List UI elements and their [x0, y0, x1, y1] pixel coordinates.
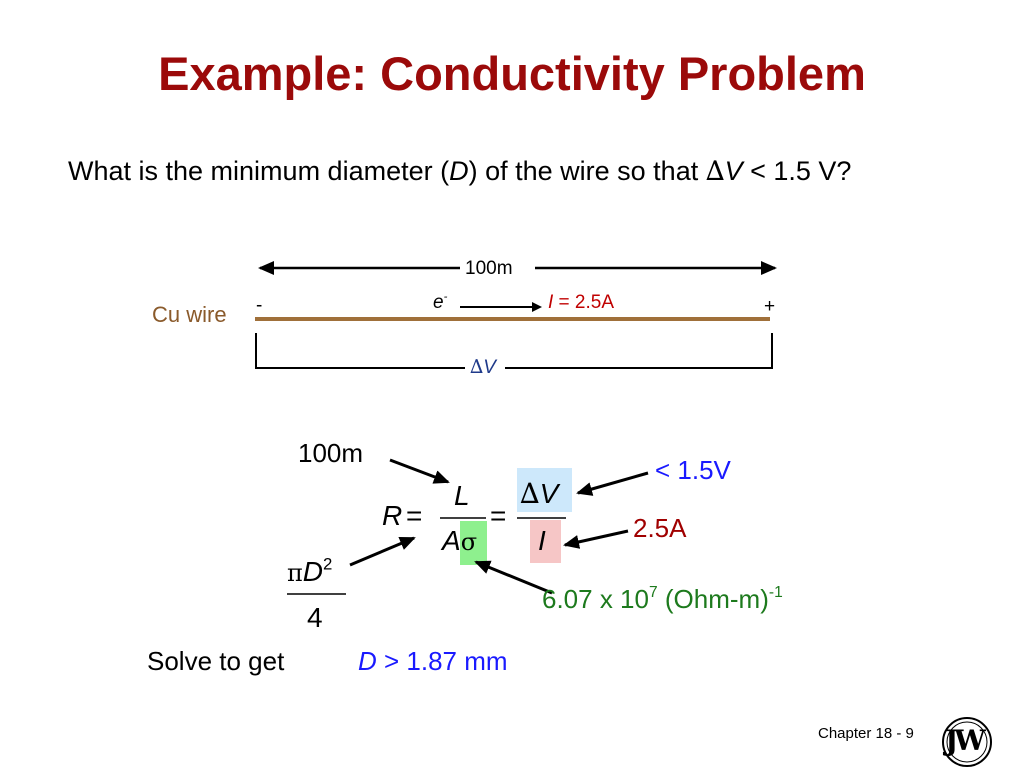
chapter-footer: Chapter 18 - 9: [818, 725, 914, 742]
formula-eq2: =: [490, 500, 507, 531]
arrow-dv: [576, 471, 649, 496]
question-delta: ∆: [705, 156, 725, 187]
formula-v: V: [539, 478, 559, 509]
question-text: What is the minimum diameter (D) of the …: [68, 156, 852, 187]
voltage-delta: ∆: [470, 356, 484, 378]
wiley-logo: [942, 717, 992, 767]
formula-r: R: [382, 500, 403, 531]
answer-var: D: [358, 646, 377, 676]
formula-delta: ∆: [520, 477, 540, 510]
question-middle: ) of the wire so that: [468, 156, 706, 186]
current-var: I: [548, 292, 554, 313]
electron-sup: -: [443, 291, 448, 304]
question-var: D: [449, 156, 469, 186]
formula-i: I: [538, 525, 546, 556]
electron-e: e: [433, 292, 444, 313]
voltage-label: ∆V: [470, 356, 496, 378]
formula-dv: ∆V: [520, 480, 558, 508]
sigma-highlight: [460, 521, 487, 565]
electron-label: e-: [433, 291, 448, 313]
area-d: D: [302, 556, 324, 587]
sigma-unit: (Ohm-m): [657, 584, 769, 614]
dv-note: < 1.5V: [655, 455, 731, 485]
formula-sigma: σ: [460, 528, 478, 556]
wiley-logo-mark: JW: [945, 724, 986, 757]
slide-title: Example: Conductivity Problem: [158, 47, 866, 100]
length-label: 100m: [465, 258, 513, 279]
question-suffix: < 1.5 V?: [742, 156, 852, 186]
dv-highlight: [517, 468, 572, 512]
sigma-unit-exp: -1: [768, 584, 783, 602]
answer-lead: Solve to get: [147, 646, 285, 676]
formula-a-sigma: Aσ: [442, 527, 477, 555]
area-exp: 2: [323, 554, 333, 574]
sigma-base: 6.07 x 10: [542, 584, 649, 614]
length-note: 100m: [298, 438, 364, 468]
answer-value: D > 1.87 mm: [358, 648, 508, 674]
i-highlight: [530, 520, 561, 563]
formula-l: L: [454, 480, 470, 511]
minus-terminal: -: [256, 295, 263, 316]
answer-num: > 1.87 mm: [376, 646, 508, 676]
wire-label: Cu wire: [152, 302, 227, 327]
voltage-v: V: [483, 357, 496, 378]
i-note: 2.5A: [633, 513, 687, 543]
sigma-note: 6.07 x 107 (Ohm-m)-1: [542, 584, 783, 614]
arrow-sigma: [474, 560, 553, 595]
voltage-bracket: [255, 333, 773, 369]
area-pi: π: [287, 559, 303, 587]
current-value: = 2.5A: [553, 292, 615, 313]
arrow-length: [389, 458, 450, 484]
current-label: I = 2.5A: [548, 293, 614, 312]
arrow-i: [563, 529, 629, 549]
area-numerator: πD2: [287, 555, 332, 587]
arrow-area: [349, 536, 416, 567]
area-denominator: 4: [307, 602, 323, 633]
sigma-exp: 7: [648, 584, 658, 602]
plus-terminal: +: [764, 296, 776, 317]
formula-a: A: [442, 525, 461, 556]
question-v: V: [724, 156, 743, 186]
formula-eq1: =: [406, 500, 423, 531]
question-prefix: What is the minimum diameter (: [68, 156, 450, 186]
